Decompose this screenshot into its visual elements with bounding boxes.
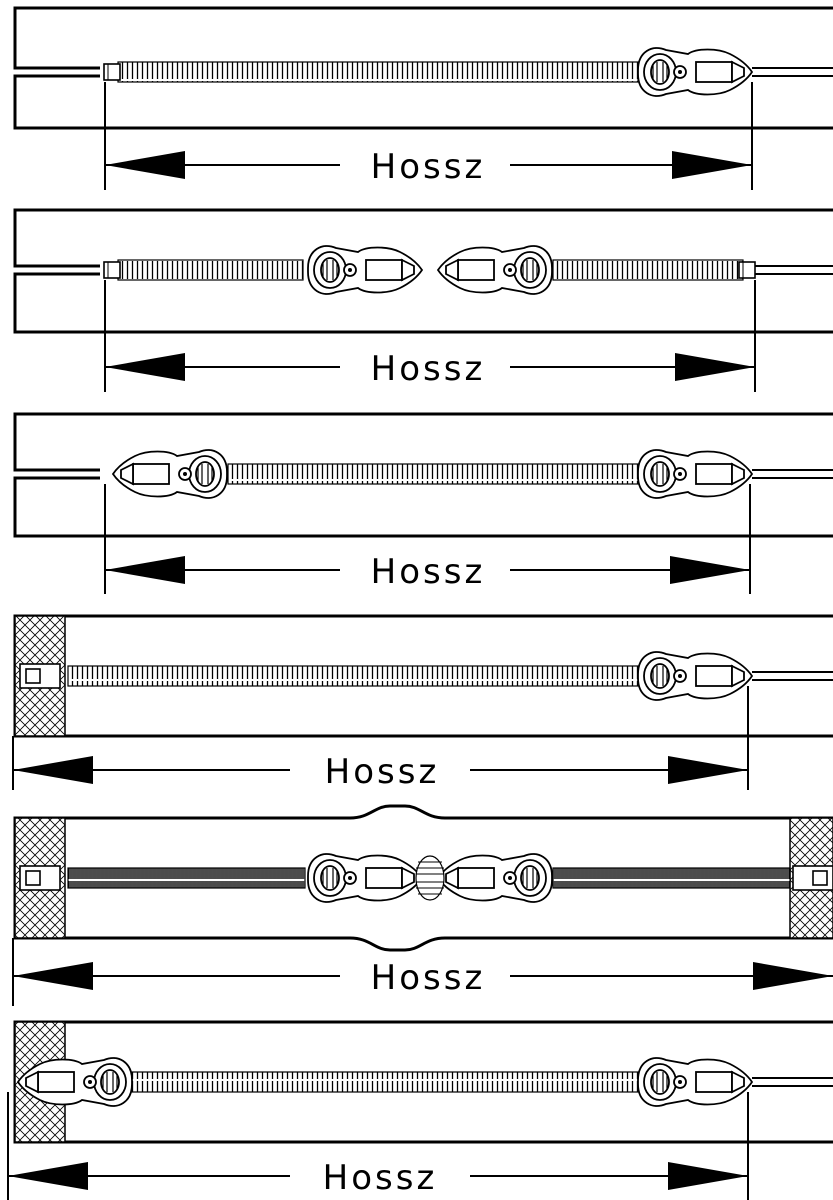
zipper-chain-left	[67, 867, 306, 889]
length-label: Hossz	[371, 349, 486, 389]
length-label: Hossz	[371, 958, 486, 998]
diagram-two-way-open-end-outward: Hossz	[7, 1020, 833, 1200]
zipper-chain-right	[552, 867, 791, 889]
zipper-chain-left	[117, 259, 304, 281]
zipper-chain	[119, 1071, 639, 1093]
length-label: Hossz	[325, 752, 440, 792]
dimension-line	[105, 353, 755, 381]
slider-left	[307, 245, 423, 295]
dimension-line	[105, 556, 750, 584]
dimension-line	[13, 756, 748, 784]
diagram-closed-end-single-slider: Hossz	[13, 6, 833, 190]
box-pin	[19, 663, 61, 689]
dimension-line	[13, 962, 833, 990]
end-stop	[103, 63, 121, 81]
diagram-two-way-open-end: Hossz	[12, 804, 833, 1006]
tape-outline	[13, 412, 833, 538]
zipper-chain-right	[552, 259, 744, 281]
end-stop-left	[103, 261, 121, 279]
zipper-chain	[117, 61, 639, 83]
diagram-closed-end-double-slider: Hossz	[13, 208, 833, 392]
length-label: Hossz	[371, 552, 486, 592]
slider-left	[307, 853, 423, 903]
slider-right	[637, 1057, 753, 1107]
diagram-closed-end-double-slider-outward: Hossz	[13, 412, 833, 594]
box-pin-left	[19, 865, 61, 891]
chain-gap-teeth	[415, 855, 445, 901]
end-stop-right	[738, 261, 756, 279]
dimension-line	[105, 151, 752, 179]
slider-left	[112, 449, 228, 499]
slider-right	[437, 245, 553, 295]
length-label: Hossz	[371, 147, 486, 187]
box-pin-right	[792, 865, 833, 891]
tape-outline	[13, 208, 833, 334]
tape-outline	[13, 6, 833, 130]
dimension-line	[8, 1162, 748, 1190]
length-label: Hossz	[323, 1158, 438, 1198]
diagram-open-end-single-slider: Hossz	[12, 614, 833, 792]
zipper-chain	[67, 665, 639, 687]
slider	[637, 651, 753, 701]
slider-right	[437, 853, 553, 903]
slider-right	[637, 449, 753, 499]
zipper-chain	[227, 463, 639, 485]
slider	[637, 47, 753, 97]
